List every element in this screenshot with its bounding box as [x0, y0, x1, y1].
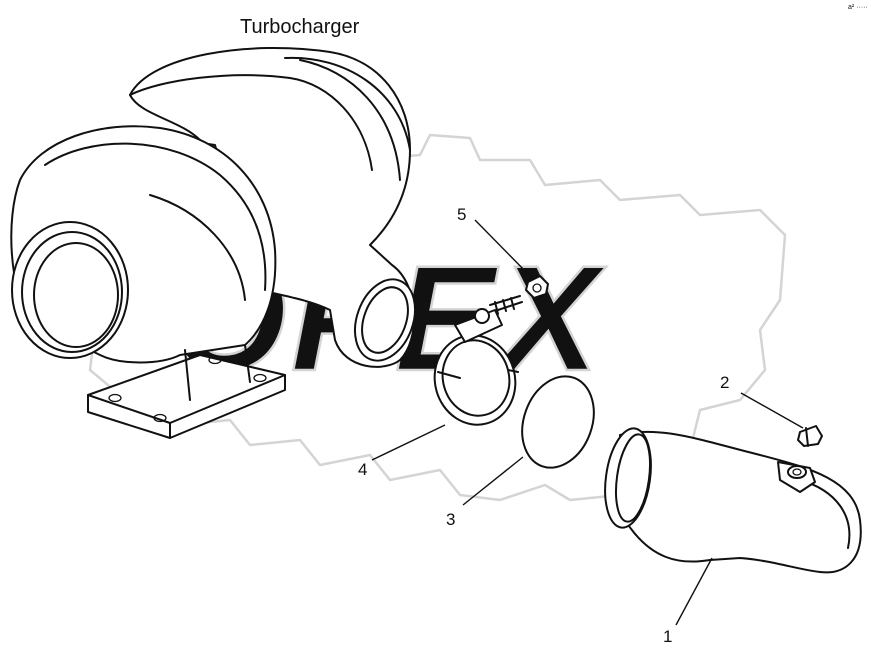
callout-5: 5 — [457, 205, 466, 224]
mounting-flange — [87, 354, 286, 439]
part-3-gasket — [521, 375, 595, 469]
leader-1 — [675, 557, 713, 626]
turbine-outlet — [354, 278, 416, 362]
leader-4 — [371, 424, 446, 461]
callout-4: 4 — [358, 460, 367, 479]
part-4-clamp — [433, 308, 519, 426]
diagram-title: Turbocharger — [240, 16, 360, 38]
part-1-elbow-pipe — [604, 427, 862, 574]
turbine-housing — [129, 47, 416, 368]
callout-3: 3 — [446, 510, 455, 529]
callout-1: 1 — [663, 627, 672, 646]
leader-3 — [462, 456, 524, 506]
leader-lines — [371, 219, 804, 626]
part-2-plug — [797, 425, 823, 447]
corner-mark: a² ····· — [848, 4, 868, 11]
leader-5 — [474, 219, 533, 279]
nut — [525, 275, 549, 299]
leader-2 — [740, 392, 804, 429]
turbocharger — [10, 47, 416, 439]
compressor-inlet — [11, 221, 129, 359]
callout-2: 2 — [720, 373, 729, 392]
part-5-bolt-nut — [489, 275, 549, 315]
